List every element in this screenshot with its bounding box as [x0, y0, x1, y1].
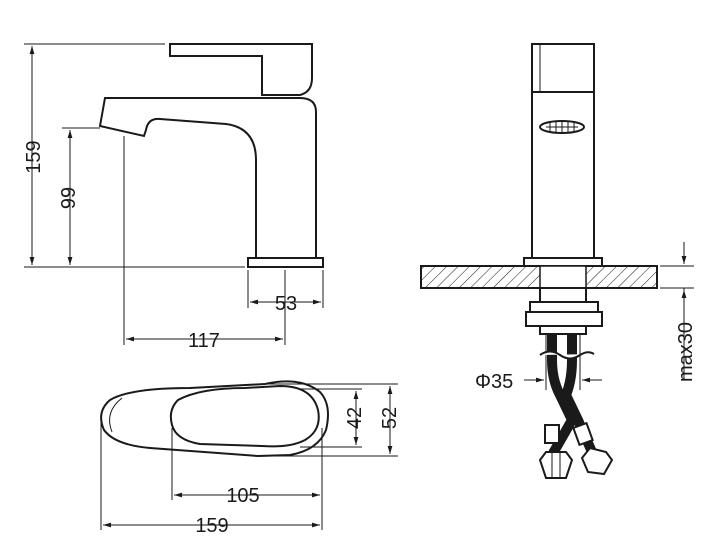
countertop [420, 265, 658, 289]
dim-total-length: 159 [195, 515, 228, 537]
dim-base-width: 53 [275, 293, 297, 315]
side-view: 159 99 53 117 [23, 43, 324, 352]
dim-spout-height: 99 [58, 187, 80, 209]
dim-max-thickness: max30 [675, 322, 697, 382]
dim-pipe-diameter: Φ35 [475, 371, 513, 393]
top-view: 42 52 105 159 [100, 380, 401, 537]
side-handle [169, 43, 313, 96]
dim-spout-reach: 117 [188, 330, 220, 352]
side-base [247, 257, 324, 268]
mounting-bracket [529, 301, 599, 313]
side-body [98, 97, 317, 259]
shank [539, 287, 587, 303]
front-base [523, 257, 603, 267]
fitting-right [572, 421, 594, 447]
dim-handle-inner: 42 [344, 407, 366, 429]
dim-handle-length: 105 [226, 485, 259, 507]
fitting-left [544, 424, 560, 444]
dim-handle-outer: 52 [379, 407, 401, 429]
front-view: Φ35 max30 [420, 43, 697, 479]
mounting-nut [525, 311, 603, 327]
hex-nut-right-icon [580, 446, 614, 476]
hex-nut-left-icon [538, 451, 574, 479]
front-handle [531, 43, 595, 93]
top-handle [169, 384, 320, 448]
front-body [531, 91, 595, 259]
dim-total-height: 159 [23, 140, 45, 173]
